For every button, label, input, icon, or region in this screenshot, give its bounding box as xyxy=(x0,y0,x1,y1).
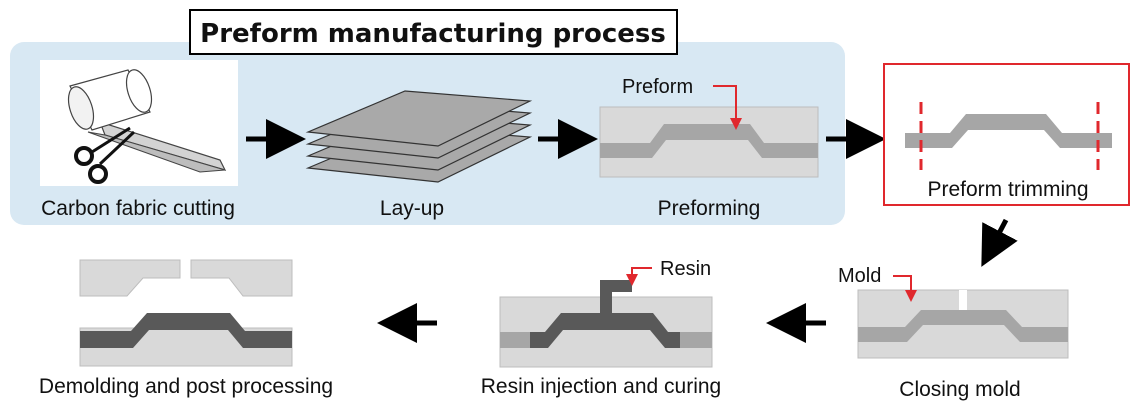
scissors-icon xyxy=(74,126,136,184)
layup-stack-illustration xyxy=(305,90,533,183)
label-layup: Lay-up xyxy=(380,197,444,220)
callout-mold: Mold xyxy=(838,265,881,287)
arrow-trimming-to-closing xyxy=(981,218,1018,267)
diagram-title: Preform manufacturing process xyxy=(200,19,666,49)
callout-resin-pointer xyxy=(626,267,652,286)
label-trimming: Preform trimming xyxy=(927,178,1088,201)
label-demolding: Demolding and post processing xyxy=(39,375,333,398)
callout-preform: Preform xyxy=(622,76,693,98)
label-injection: Resin injection and curing xyxy=(481,375,721,398)
label-fabric-cutting: Carbon fabric cutting xyxy=(41,197,235,220)
demolding-illustration xyxy=(79,259,293,367)
label-preforming: Preforming xyxy=(658,197,761,220)
preforming-illustration xyxy=(599,106,819,178)
trimming-illustration xyxy=(905,102,1112,170)
callout-mold-pointer xyxy=(893,275,917,302)
title-box xyxy=(189,9,678,55)
closing-mold-illustration xyxy=(857,289,1069,359)
injection-illustration xyxy=(499,280,713,368)
callout-preform-pointer xyxy=(713,85,742,130)
label-closing-mold: Closing mold xyxy=(899,378,1020,401)
callout-resin: Resin xyxy=(660,258,711,280)
fabric-cutting-illustration xyxy=(40,60,238,186)
